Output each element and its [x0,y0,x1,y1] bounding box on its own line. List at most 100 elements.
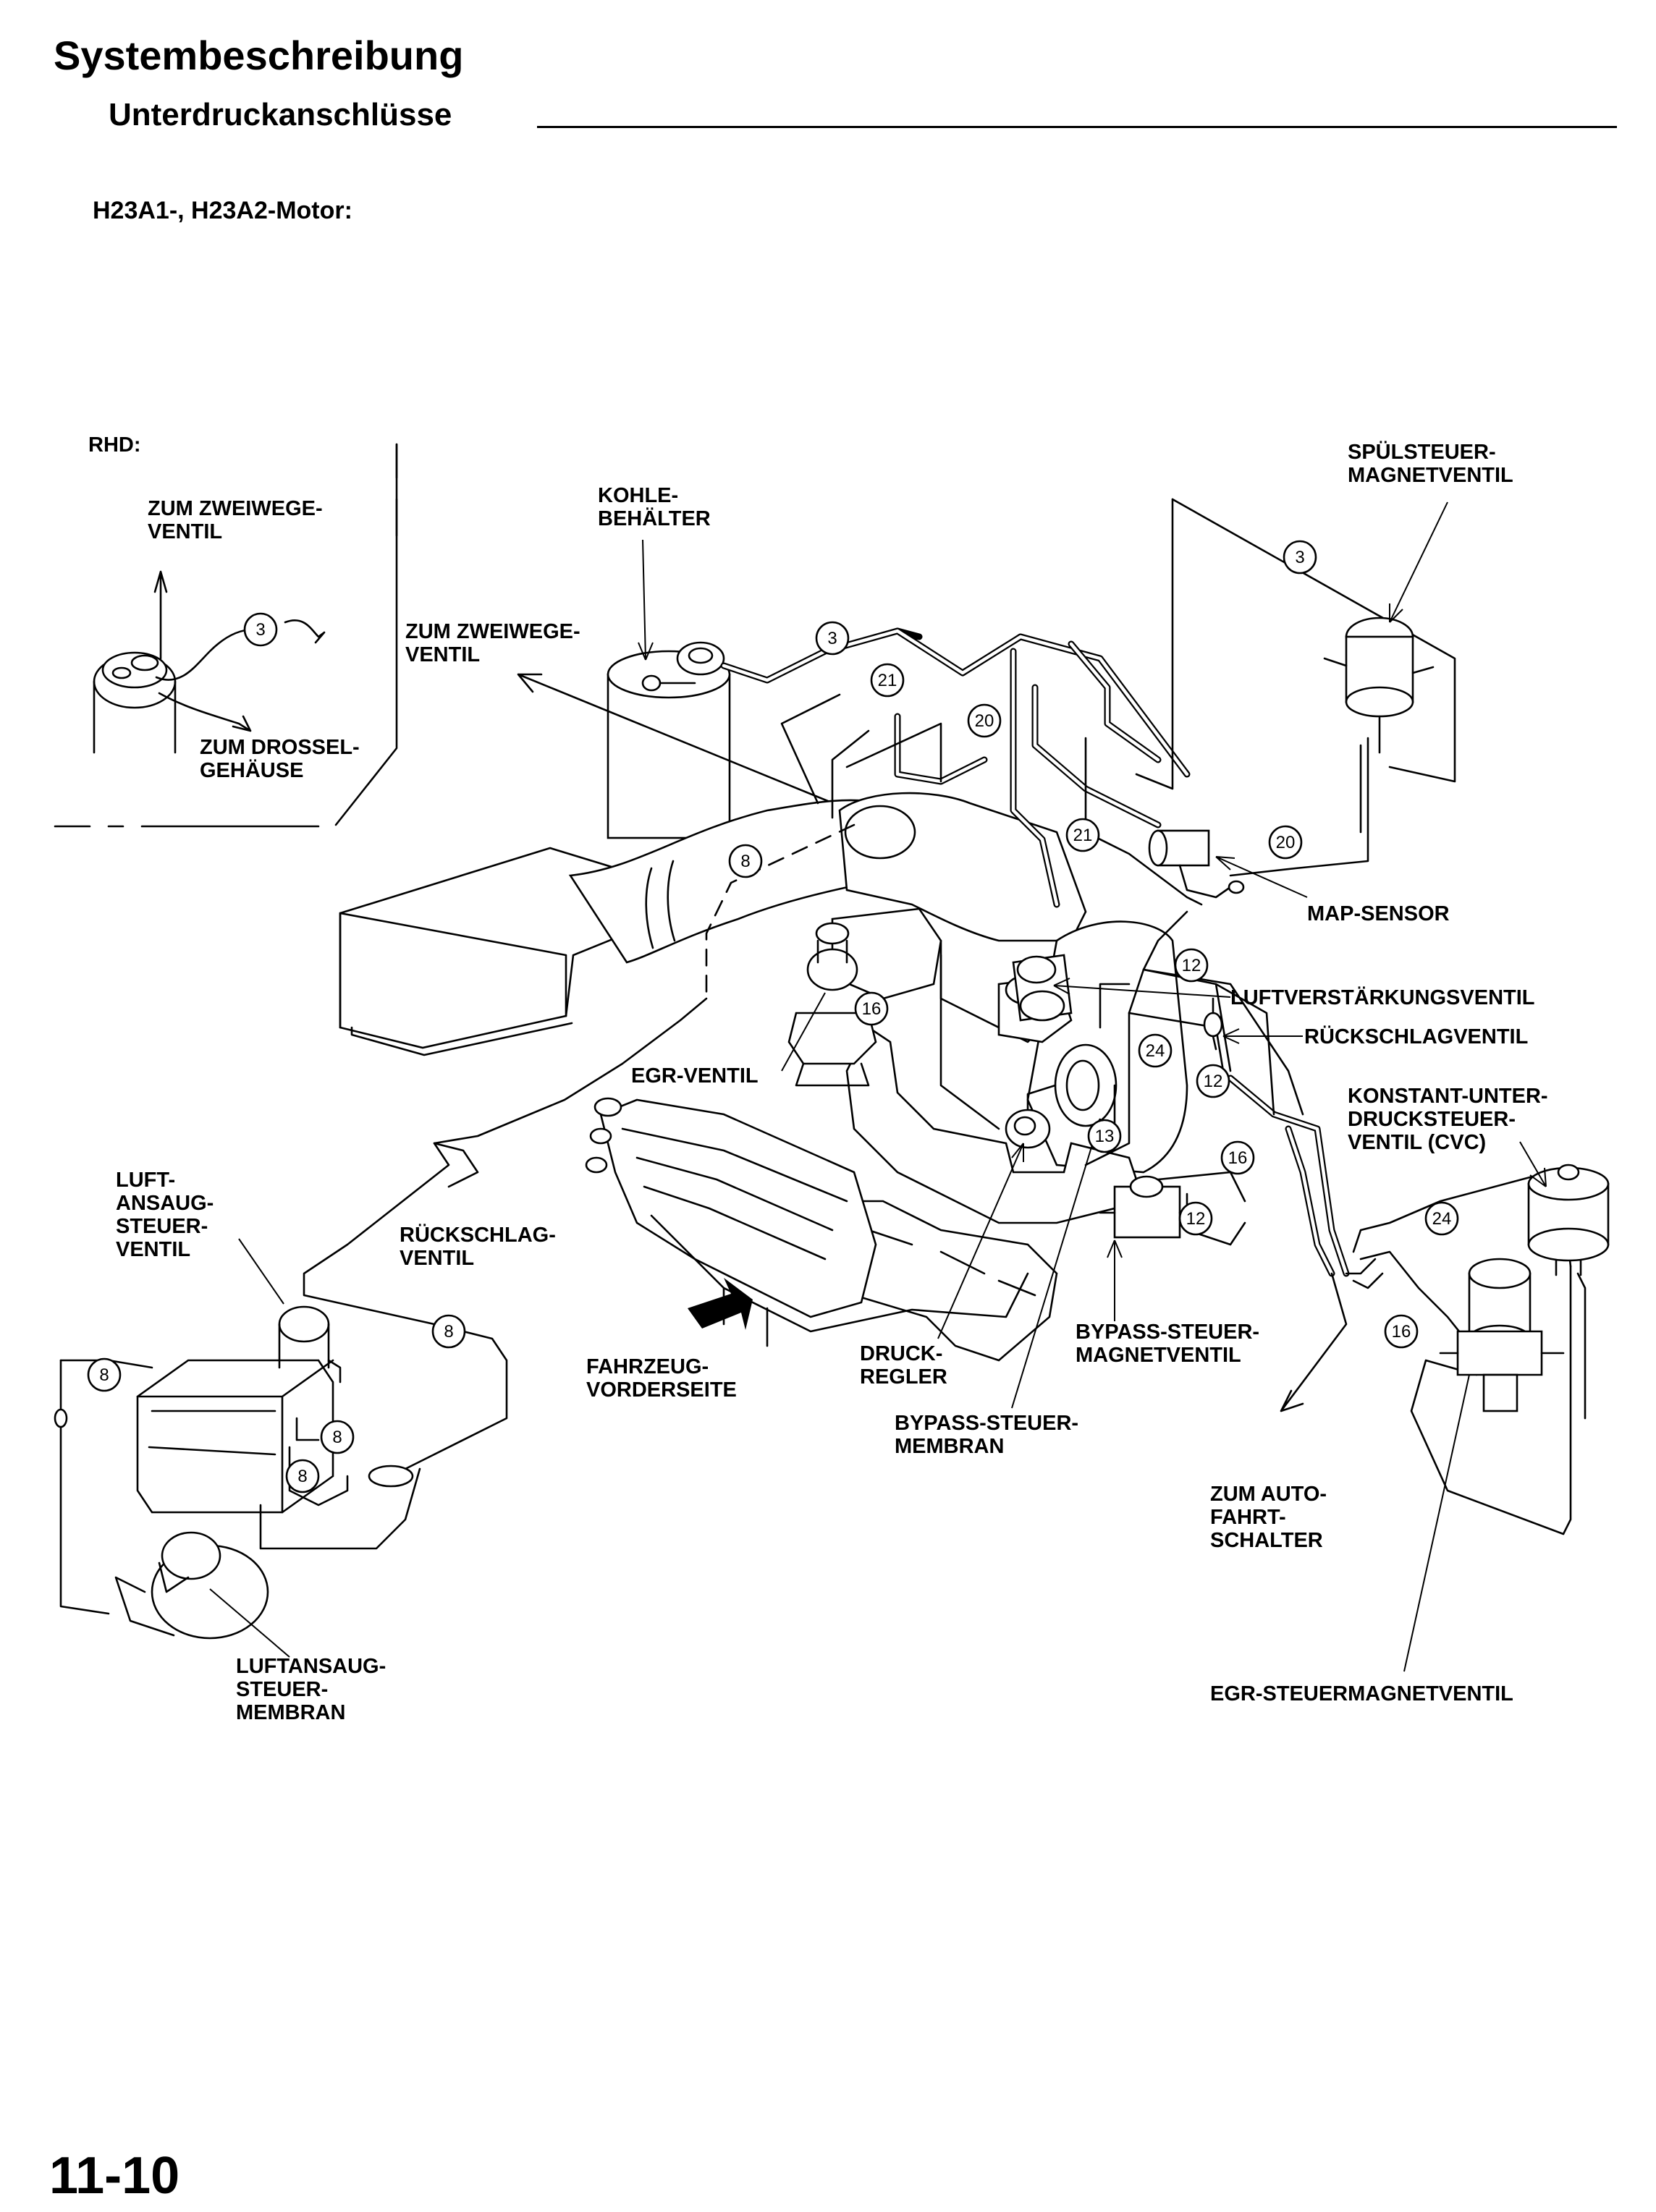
callout-3-inset: 3 [243,612,278,647]
lower-hose-routing [54,1359,421,1615]
svg-text:8: 8 [99,1365,109,1385]
label-rueckschlag-left: RÜCKSCHLAG- VENTIL [400,1223,562,1270]
constant-vacuum-control-valve [1527,1164,1610,1276]
callout-12-top: 12 [1174,948,1209,983]
callout-8-left-lower: 8 [320,1420,355,1454]
svg-text:24: 24 [1432,1209,1452,1229]
svg-text:3: 3 [827,629,837,648]
svg-text:8: 8 [332,1428,342,1447]
leader-luft-membran [209,1588,290,1658]
callout-8-left-mid: 8 [431,1314,466,1349]
air-intake-control-valve [136,1305,342,1514]
callout-12-mid: 12 [1196,1064,1230,1098]
leader-druck [937,1143,1024,1339]
svg-text:8: 8 [740,852,750,871]
label-bypass-magnet: BYPASS-STEUER- MAGNETVENTIL [1076,1321,1265,1367]
callout-12-bypass: 12 [1178,1201,1213,1236]
label-rueckschlag-right: RÜCKSCHLAGVENTIL [1304,1025,1528,1048]
egr-control-solenoid [1439,1258,1565,1412]
engine-label: H23A1-, H23A2-Motor: [93,197,352,224]
svg-text:16: 16 [862,999,882,1019]
svg-text:20: 20 [975,711,994,731]
label-druckregler: DRUCK- REGLER [860,1342,948,1389]
leader-egr-steuer [1403,1374,1470,1672]
leader-kohle [638,539,654,661]
label-egr-ventil: EGR-VENTIL [631,1064,759,1088]
bypass-diaphragm [1026,1043,1118,1127]
leader-egr-ventil [781,992,826,1072]
callout-13: 13 [1087,1119,1122,1153]
callout-24-mid: 24 [1138,1033,1173,1068]
svg-text:8: 8 [444,1322,453,1342]
callout-8-left-bottom: 8 [285,1459,320,1493]
label-zum-autofahrt: ZUM AUTO- FAHRT- SCHALTER [1210,1483,1332,1552]
dashed-line-8 [705,823,856,1000]
charcoal-canister [607,641,731,839]
label-spuelsteuer: SPÜLSTEUER- MAGNETVENTIL [1348,440,1513,487]
arrow-to-two-way-valve [517,673,870,819]
vacuum-hoses [720,627,1350,1277]
leader-rueck-right [1222,1028,1303,1044]
rhd-two-way-valve-detail [93,570,326,754]
section-title: Unterdruckanschlüsse [109,97,452,132]
callout-8-left-top: 8 [87,1357,122,1392]
label-luftansaug-steuerventil: LUFT- ANSAUG- STEUER- VENTIL [116,1169,219,1261]
page-number: 11-10 [49,2147,180,2205]
label-cvc: KONSTANT-UNTER- DRUCKSTEUER- VENTIL (CVC… [1348,1085,1554,1154]
svg-text:24: 24 [1146,1041,1165,1061]
svg-text:12: 12 [1186,1209,1206,1229]
label-luftansaug-membran: LUFTANSAUG- STEUER- MEMBRAN [236,1655,392,1724]
svg-text:13: 13 [1095,1127,1115,1146]
callout-16-egr: 16 [854,991,889,1026]
leader-cvc [1519,1141,1547,1187]
line-8-to-left [303,997,708,1470]
label-bypass-membran: BYPASS-STEUER- MEMBRAN [895,1412,1084,1458]
callout-16-mid: 16 [1220,1140,1255,1175]
leader-luft-steuer [238,1238,284,1305]
page-title: Systembeschreibung [54,33,464,78]
section-rule [537,126,1617,128]
callout-8-top: 8 [728,844,763,878]
svg-text:20: 20 [1276,833,1296,852]
svg-text:21: 21 [1073,826,1093,845]
vehicle-front-arrow-icon [688,1278,753,1330]
leader-bypass-mag [1107,1240,1123,1321]
callout-21-mid: 21 [1065,818,1100,852]
svg-text:16: 16 [1228,1148,1248,1168]
leader-luftverst [1053,978,1231,998]
leader-map [1215,856,1308,898]
svg-text:8: 8 [297,1467,307,1486]
pressure-regulator [1005,1109,1051,1149]
egr-valve [787,922,877,1087]
callout-3-canister: 3 [815,621,850,656]
label-zum-drosselgehaeuse: ZUM DROSSEL- GEHÄUSE [200,736,366,782]
rhd-label: RHD: [88,433,141,457]
label-egr-steuer: EGR-STEUERMAGNETVENTIL [1210,1682,1513,1705]
label-kohlebehaelter: KOHLE- BEHÄLTER [598,484,711,530]
callout-20-map: 20 [1268,825,1303,860]
check-valve-left-fitting [433,1142,479,1188]
air-boost-valve [1012,954,1073,1022]
svg-text:21: 21 [878,671,897,690]
check-valve-right [1203,997,1223,1051]
purge-control-solenoid [1323,616,1435,754]
svg-text:12: 12 [1204,1072,1223,1091]
label-zum-zweiwege-main: ZUM ZWEIWEGE- VENTIL [405,620,586,666]
svg-text:3: 3 [1295,548,1304,567]
svg-text:16: 16 [1392,1322,1411,1342]
callout-21-top: 21 [870,663,905,698]
callout-16-right: 16 [1384,1314,1419,1349]
air-intake-diaphragm [114,1531,269,1640]
label-map-sensor: MAP-SENSOR [1307,902,1450,925]
map-sensor [1148,829,1245,899]
exhaust-manifold [585,1097,1029,1347]
rhd-inset-frame [54,443,398,828]
leader-spuel [1389,501,1448,623]
svg-text:3: 3 [255,620,265,640]
svg-text:12: 12 [1182,956,1201,975]
label-zum-zweiwege-inset: ZUM ZWEIWEGE- VENTIL [148,497,329,543]
callout-20-top: 20 [967,703,1002,738]
callout-3-top: 3 [1283,540,1317,575]
